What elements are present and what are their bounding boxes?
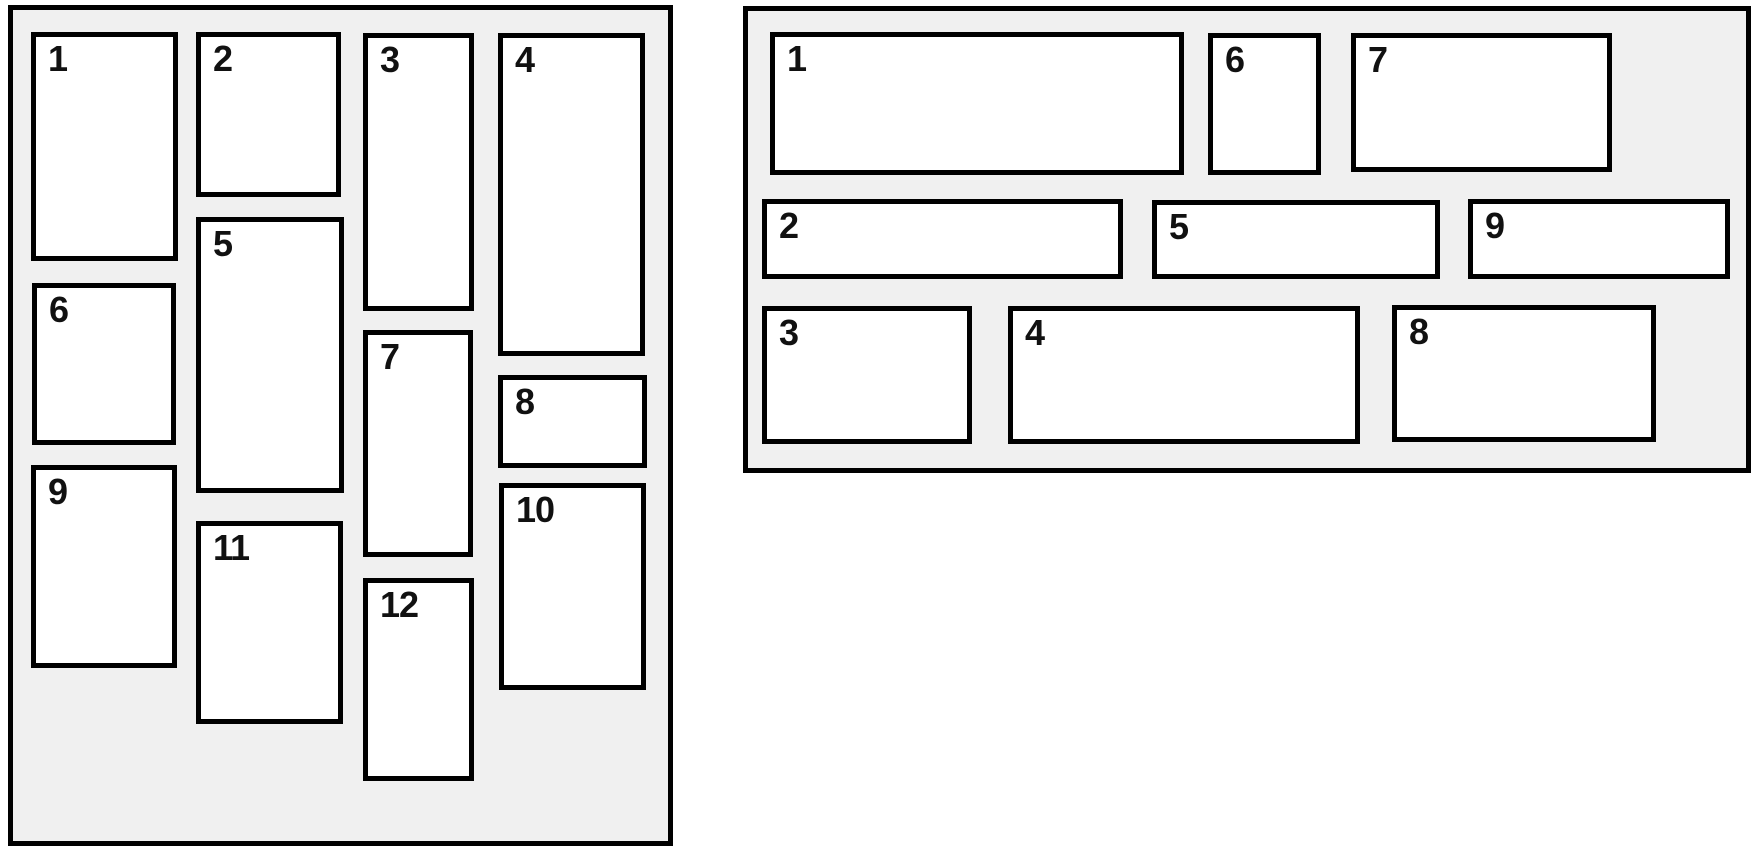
item-label: 5 xyxy=(1169,206,1189,247)
right-item-4: 4 xyxy=(1008,306,1360,444)
left-masonry-panel: 1 2 3 4 5 6 7 8 9 10 11 12 xyxy=(8,5,673,846)
item-label: 4 xyxy=(515,39,535,80)
item-label: 1 xyxy=(787,38,807,79)
left-item-2: 2 xyxy=(196,32,341,197)
item-label: 7 xyxy=(380,336,400,377)
left-item-12: 12 xyxy=(363,578,474,781)
left-item-10: 10 xyxy=(499,483,646,690)
item-label: 10 xyxy=(516,489,555,530)
item-label: 3 xyxy=(380,39,400,80)
item-label: 8 xyxy=(1409,311,1429,352)
item-label: 6 xyxy=(49,289,69,330)
left-item-11: 11 xyxy=(196,521,343,724)
item-label: 2 xyxy=(779,205,799,246)
item-label: 1 xyxy=(48,38,68,79)
left-item-7: 7 xyxy=(363,330,473,557)
right-item-1: 1 xyxy=(770,32,1184,175)
item-label: 5 xyxy=(213,223,233,264)
left-item-3: 3 xyxy=(363,33,474,311)
item-label: 6 xyxy=(1225,39,1245,80)
right-item-2: 2 xyxy=(762,199,1123,279)
item-label: 2 xyxy=(213,38,233,79)
item-label: 9 xyxy=(1485,205,1505,246)
right-item-5: 5 xyxy=(1152,200,1440,279)
right-rows-panel: 1 2 3 4 5 6 7 8 9 xyxy=(743,6,1751,473)
left-item-4: 4 xyxy=(498,33,645,356)
right-item-8: 8 xyxy=(1392,305,1656,442)
right-item-7: 7 xyxy=(1351,33,1612,172)
left-item-9: 9 xyxy=(31,465,177,668)
left-item-5: 5 xyxy=(196,217,344,493)
left-item-6: 6 xyxy=(32,283,176,445)
left-item-1: 1 xyxy=(31,32,178,261)
left-item-8: 8 xyxy=(498,375,647,468)
item-label: 7 xyxy=(1368,39,1388,80)
item-label: 11 xyxy=(213,527,250,568)
right-item-3: 3 xyxy=(762,306,972,444)
item-label: 8 xyxy=(515,381,535,422)
item-label: 4 xyxy=(1025,312,1045,353)
item-label: 9 xyxy=(48,471,68,512)
item-label: 3 xyxy=(779,312,799,353)
right-item-9: 9 xyxy=(1468,199,1730,279)
right-item-6: 6 xyxy=(1208,33,1321,175)
item-label: 12 xyxy=(380,584,419,625)
